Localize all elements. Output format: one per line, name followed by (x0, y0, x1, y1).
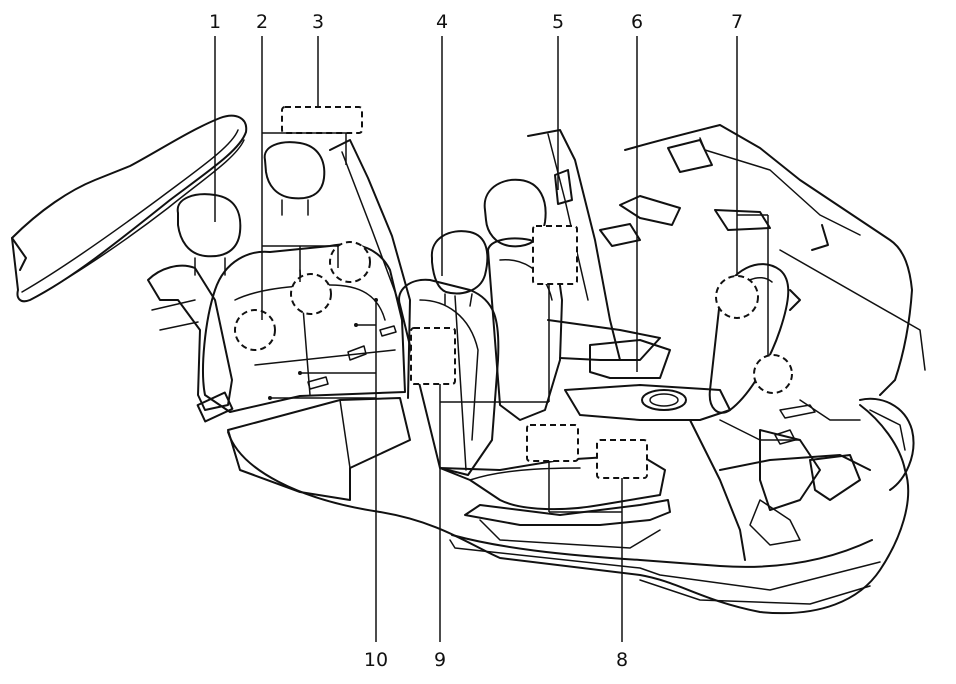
marker-7-circle-b (753, 354, 793, 394)
marker-1-circle-b (290, 273, 332, 315)
marker-7-circle-a (715, 275, 759, 319)
center-console (564, 384, 871, 561)
driver-seat (483, 178, 671, 421)
callout-8: 8 (616, 649, 628, 671)
leader-lines (214, 36, 769, 642)
marker-9 (410, 327, 456, 385)
callout-6: 6 (631, 11, 643, 33)
callout-9: 9 (434, 649, 446, 671)
b-pillar (527, 129, 621, 361)
callout-2: 2 (256, 11, 268, 33)
marker-2-circle (234, 309, 276, 351)
marker-5 (532, 225, 578, 285)
rear-roof-panel (11, 114, 248, 303)
front-seat (398, 230, 671, 549)
callout-5: 5 (552, 11, 564, 33)
callout-4: 4 (436, 11, 448, 33)
marker-1-circle-a (329, 241, 371, 283)
rear-seat (147, 139, 411, 501)
vehicle-body-outline (227, 404, 910, 615)
callout-7: 7 (731, 11, 743, 33)
marker-8-left (526, 424, 579, 462)
callout-1: 1 (209, 11, 221, 33)
component-markers (234, 106, 793, 479)
callout-10: 10 (364, 649, 388, 671)
callout-labels: 1 2 3 4 5 6 7 8 9 10 (209, 11, 743, 671)
callout-3: 3 (312, 11, 324, 33)
marker-8-right (596, 439, 648, 479)
marker-3 (281, 106, 363, 134)
